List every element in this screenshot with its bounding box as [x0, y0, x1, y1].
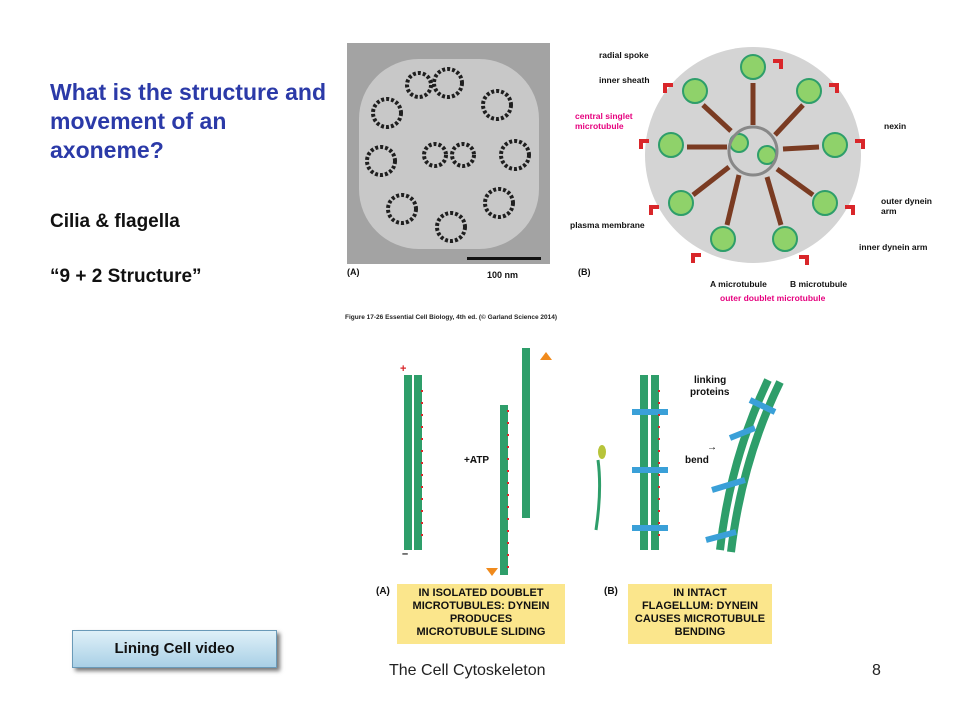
nine-plus-two-text: “9 + 2 Structure”: [50, 266, 202, 287]
footer-title: The Cell Cytoskeleton: [389, 662, 546, 679]
label-b-microtubule: B microtubule: [790, 279, 848, 289]
panel-a-label: (A): [347, 267, 360, 277]
page-number: 8: [872, 662, 881, 679]
caption-b-line: IN INTACT: [673, 587, 727, 599]
linking-label: linking: [694, 375, 727, 386]
caption-a-line: MICROTUBULE SLIDING: [416, 626, 546, 638]
bottom-panel-a-label: (A): [376, 586, 390, 597]
label-central-singlet: central singlet: [575, 111, 633, 121]
label-inner-dynein: inner dynein arm: [859, 242, 928, 252]
bend-label: bend: [685, 455, 709, 466]
caption-a-line: IN ISOLATED DOUBLET: [418, 587, 544, 599]
minus-end-label: –: [402, 548, 409, 560]
label-outer-doublet: outer doublet microtubule: [720, 293, 826, 303]
cilia-flagella-text: Cilia & flagella: [50, 211, 180, 232]
figure-caption: Figure 17-26 Essential Cell Biology, 4th…: [345, 314, 558, 321]
label-plasma-membrane: plasma membrane: [570, 220, 645, 230]
lining-cell-video-button[interactable]: Lining Cell video: [72, 630, 277, 668]
caption-b-line: BENDING: [674, 626, 726, 638]
label-outer-dynein-2: arm: [881, 206, 897, 216]
panel-b-label: (B): [578, 267, 591, 277]
caption-box-a: IN ISOLATED DOUBLET MICROTUBULES: DYNEIN…: [397, 584, 565, 644]
microtubule-sliding-diagram: → →: [404, 348, 784, 576]
label-radial-spoke: radial spoke: [599, 50, 649, 60]
label-nexin: nexin: [884, 121, 907, 131]
atp-label: +ATP: [464, 455, 490, 466]
proteins-label: proteins: [690, 387, 730, 398]
plus-end-label: +: [400, 363, 407, 375]
caption-b-line: CAUSES MICROTUBULE: [634, 613, 766, 625]
label-outer-dynein: outer dynein: [881, 196, 933, 206]
label-inner-sheath: inner sheath: [599, 75, 650, 85]
label-a-microtubule: A microtubule: [710, 279, 767, 289]
axoneme-micrograph: [347, 43, 550, 264]
caption-a-line: PRODUCES: [449, 613, 513, 625]
svg-text:→: →: [468, 455, 478, 466]
caption-a-line: MICROTUBULES: DYNEIN: [412, 600, 550, 612]
scale-bar-label: 100 nm: [487, 270, 519, 280]
caption-box-b: IN INTACT FLAGELLUM: DYNEIN CAUSES MICRO…: [628, 584, 772, 644]
slide-title: What is the structure and movement of an…: [50, 79, 327, 163]
label-central-singlet-2: microtubule: [575, 121, 624, 131]
axoneme-cross-section-diagram: [639, 47, 865, 265]
bottom-panel-b-label: (B): [604, 586, 618, 597]
caption-b-line: FLAGELLUM: DYNEIN: [641, 600, 759, 612]
svg-text:→: →: [707, 442, 717, 453]
